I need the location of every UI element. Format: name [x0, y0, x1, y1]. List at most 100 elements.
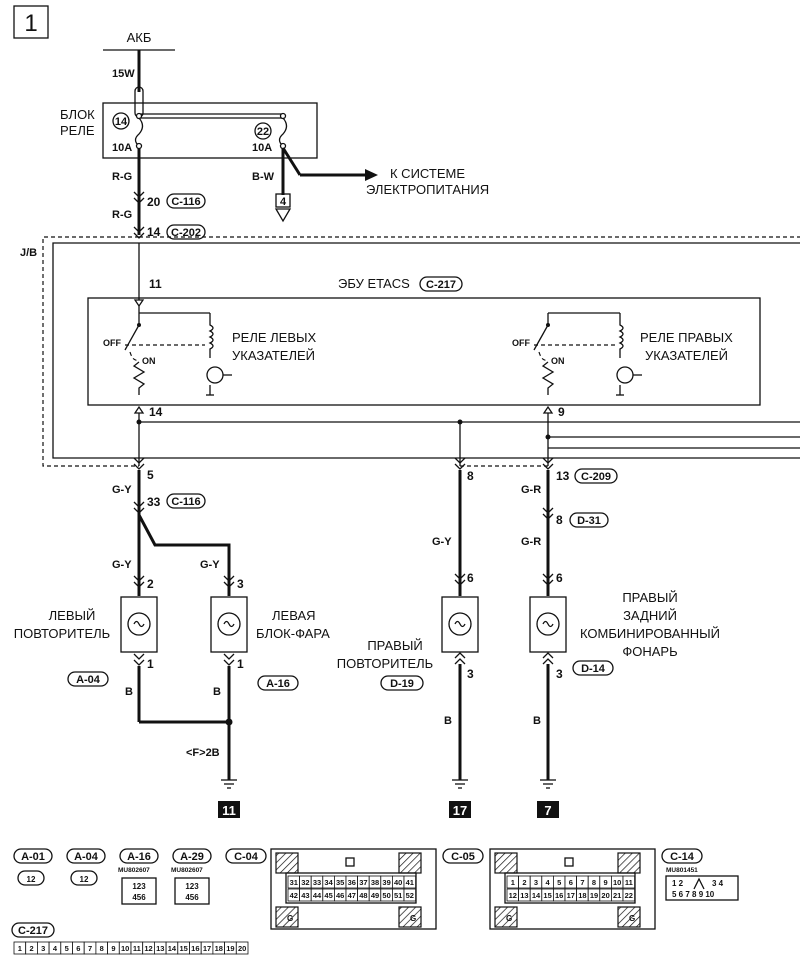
connector-pin-label: 6 — [569, 878, 573, 887]
wire-b-label-4: B — [533, 715, 541, 727]
pin-1-a: 1 — [147, 657, 154, 671]
conn-c116b-pill — [166, 493, 206, 509]
left-headlamp-bulb-icon — [217, 612, 241, 636]
connector-pin-label: 8 — [100, 944, 104, 953]
connector-pin-label: 6 — [76, 944, 80, 953]
connector-pin-label: 22 — [625, 891, 633, 900]
connector-pin-label: 19 — [590, 891, 598, 900]
legend-a04-shape — [70, 870, 98, 886]
legend-c05-pin-area — [504, 872, 636, 904]
right-repeater-bulb-icon — [448, 612, 472, 636]
fuse-right-rating: 10A — [252, 142, 272, 154]
pin-1-b: 1 — [237, 657, 244, 671]
power-system-wire-diag — [281, 147, 302, 176]
fuse-right-number-circle — [254, 122, 272, 140]
connector-pin-label: 10 — [121, 944, 129, 953]
left-repeater-filament — [133, 620, 145, 628]
legend-c04-body — [270, 848, 437, 930]
fuse-left-icon — [134, 117, 144, 147]
right-rear-conn: D-14 — [581, 663, 606, 675]
fuse-left-rating: 10A — [112, 142, 132, 154]
legend-c05-g-left: G — [506, 914, 512, 923]
legend-a04-pins: 12 — [80, 875, 89, 884]
legend-c05: C-05 — [451, 851, 475, 863]
right-repeater-box — [441, 596, 479, 653]
legend-a16-part: MU802607 — [118, 867, 150, 874]
legend-c14-row1a: 1 2 — [672, 879, 684, 888]
left-switch-blade — [124, 324, 140, 351]
legend-a29: A-29 — [180, 851, 204, 863]
connector-pin-label: 47 — [348, 891, 356, 900]
right-repeater-line1: ПРАВЫЙ — [367, 638, 422, 653]
connector-pin-label: 2 — [522, 878, 526, 887]
page-number: 1 — [24, 10, 37, 37]
legend-c04-g-right: G — [410, 914, 416, 923]
wire-bw-label: B-W — [252, 171, 275, 183]
legend-c217: C-217 — [18, 925, 48, 937]
ground-join-node — [225, 718, 233, 726]
pin-6-a: 6 — [467, 571, 474, 585]
right-transistor-icon — [616, 366, 634, 384]
right-repeater-pin3-arrow-icon — [454, 652, 466, 665]
wire-gy-label-3: G-Y — [200, 559, 220, 571]
wire-15w-label: 15W — [112, 68, 135, 80]
rear-lamp-box — [529, 596, 567, 653]
pin-14-top: 14 — [147, 225, 161, 239]
connector-pin-label: 38 — [371, 878, 379, 887]
fuse-right-node-bottom — [279, 142, 287, 150]
pin-20: 20 — [147, 195, 161, 209]
pin-11: 11 — [149, 277, 162, 291]
left-relay-coil-icon — [208, 313, 214, 358]
legend-c14-key-icon — [693, 877, 705, 890]
left-headlamp-conn: A-16 — [266, 678, 290, 690]
legend-a16-row2: 456 — [132, 893, 146, 902]
wire-rg-label-1: R-G — [112, 171, 132, 183]
relay-block-label-2: РЕЛЕ — [60, 123, 95, 138]
etacs-conn-pill — [419, 276, 463, 292]
legend-c04-hatch-tr — [398, 852, 422, 874]
ground-ref-triangle-icon — [274, 208, 292, 223]
pin-3-c: 3 — [556, 667, 563, 681]
legend-a29-pill — [172, 848, 212, 864]
connector-pin-label: 51 — [394, 891, 402, 900]
connector-pin-label: 12 — [144, 944, 152, 953]
legend-a04: A-04 — [74, 851, 99, 863]
connector-pin-label: 15 — [543, 891, 551, 900]
legend-a29-shape — [174, 877, 210, 905]
connector-pin-label: 17 — [203, 944, 211, 953]
pin-8-b: 8 — [556, 513, 563, 527]
fuse-right-icon — [278, 117, 288, 147]
legend-a16-row1: 123 — [132, 882, 146, 891]
etacs-connector: C-217 — [426, 279, 456, 291]
fuse-left-node-top — [135, 112, 143, 120]
legend-c05-hatch-br — [617, 906, 641, 928]
conn-d31-pill — [569, 512, 609, 528]
relay-block-box — [102, 102, 318, 159]
left-repeater-pin1-arrow-icon — [133, 653, 145, 666]
connector-pin-label: 5 — [65, 944, 69, 953]
legend-a29-row2: 456 — [185, 893, 199, 902]
jb-pin-5-arrow-icon — [133, 457, 145, 470]
connector-pin-label: 18 — [578, 891, 586, 900]
connector-pin-cell — [403, 888, 417, 902]
relay-block-label-1: БЛОК — [60, 107, 95, 122]
legend-c04-pill — [225, 848, 267, 864]
legend-c05-g-right: G — [629, 914, 635, 923]
pin-33: 33 — [147, 495, 161, 509]
left-repeater-conn: A-04 — [76, 674, 101, 686]
right-switch-arc — [538, 351, 549, 361]
right-rear-line4: ФОНАРЬ — [622, 644, 677, 659]
connector-pin-label: 12 — [509, 891, 517, 900]
pin-2: 2 — [147, 577, 154, 591]
left-headlamp-box — [210, 596, 248, 653]
legend-c14-pill — [661, 848, 703, 864]
connector-pin-label: 1 — [18, 944, 22, 953]
connector-pin-label: 52 — [406, 891, 414, 900]
left-relay-line2: УКАЗАТЕЛЕЙ — [232, 348, 315, 363]
pin-8-a: 8 — [467, 469, 474, 483]
conn-c209-pill — [574, 468, 618, 484]
connector-pin-label: 14 — [532, 891, 541, 900]
right-relay-on: ON — [551, 356, 565, 366]
